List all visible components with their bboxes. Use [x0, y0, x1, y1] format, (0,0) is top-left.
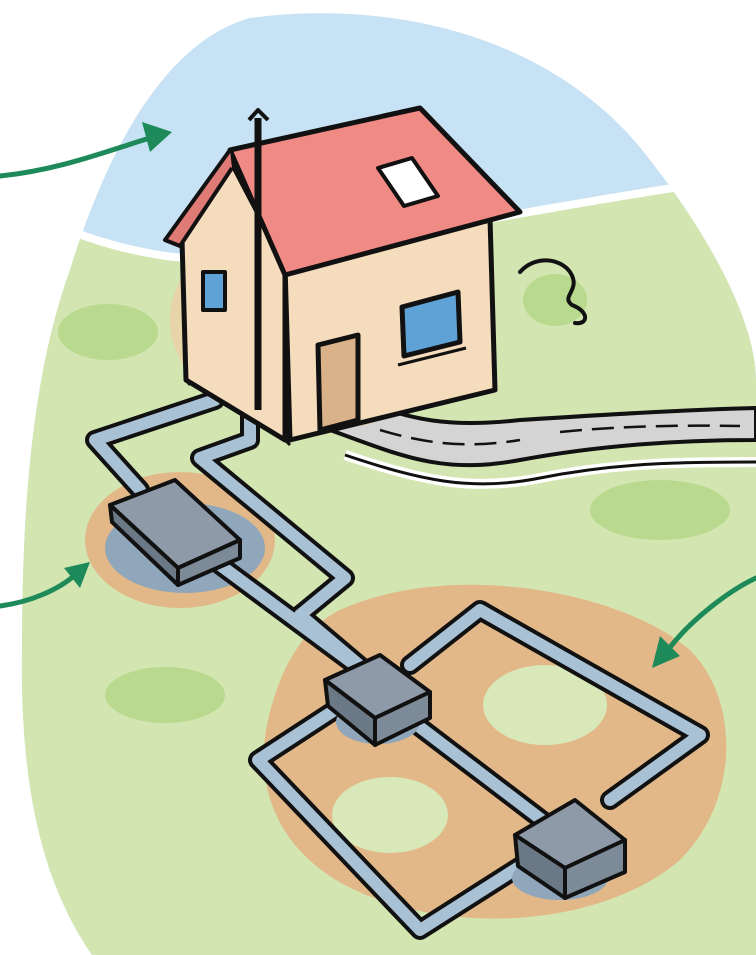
- side-window: [203, 272, 225, 310]
- grass-patch: [58, 304, 158, 360]
- grass-patch: [590, 480, 730, 540]
- grass-patch: [523, 274, 587, 326]
- grass-patch: [105, 667, 225, 723]
- front-door: [318, 335, 358, 430]
